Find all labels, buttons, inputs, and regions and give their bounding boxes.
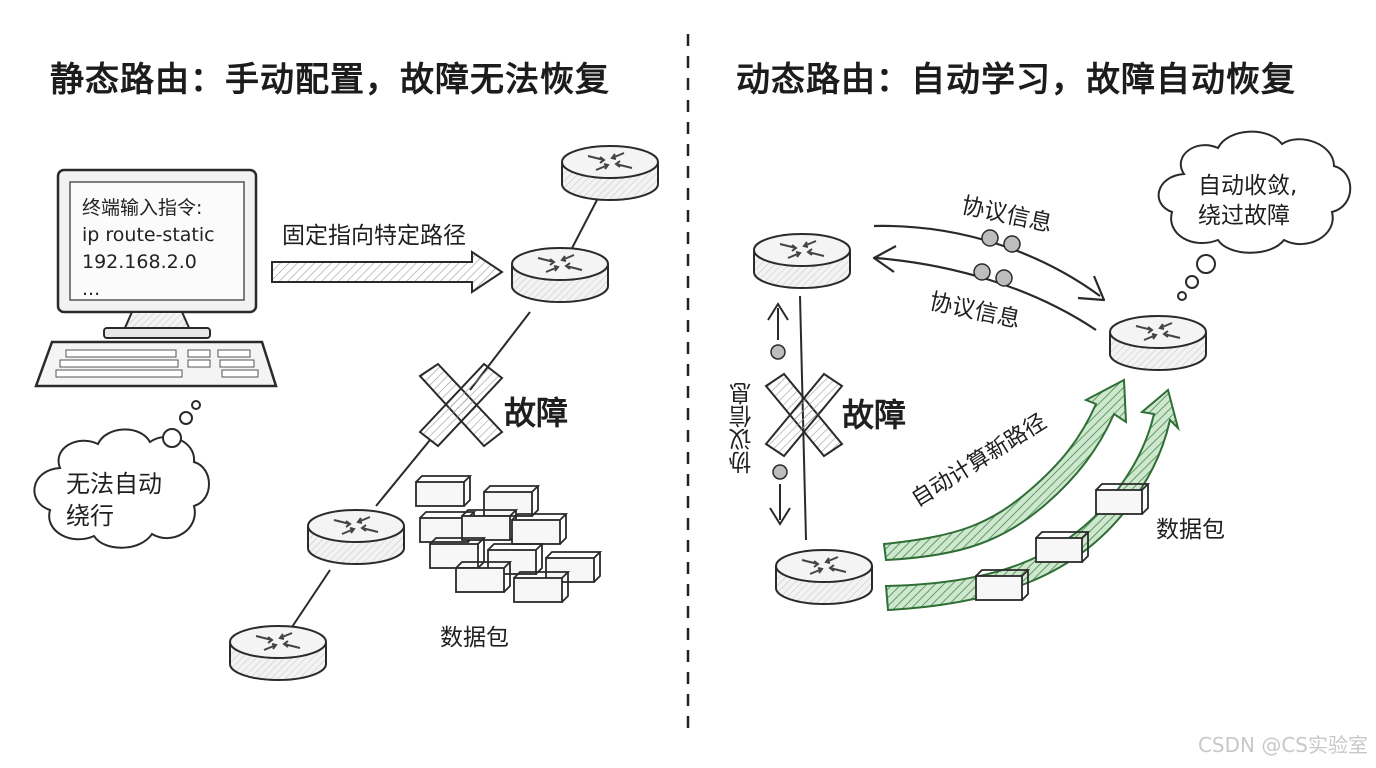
router-right-bottom-left [775, 549, 873, 605]
fixed-path-arrow [271, 250, 504, 294]
packets-label-left: 数据包 [440, 625, 509, 651]
packet-box [455, 561, 513, 593]
protocol-dots [973, 229, 1021, 287]
fault-label-right: 故障 [842, 396, 907, 434]
router-right-right [1109, 315, 1207, 371]
link-bottom-routers [289, 569, 331, 631]
protocol-dot-up [770, 344, 786, 360]
terminal-line: 终端输入指令: [82, 197, 203, 219]
router-left-middle [307, 509, 405, 565]
protocol-dot-down [772, 464, 788, 480]
fixed-path-label: 固定指向特定路径 [282, 223, 466, 249]
packet-box [1035, 531, 1091, 563]
router-left-bottom [229, 625, 327, 681]
right-panel-title: 动态路由：自动学习，故障自动恢复 [736, 60, 1296, 100]
fault-x-icon-left [418, 362, 504, 448]
packet-box [975, 569, 1031, 601]
thought-text-right-line1: 自动收敛, [1198, 173, 1298, 199]
protocol-arrow-top [873, 224, 1106, 302]
packet-box [429, 537, 487, 569]
packet-box [461, 509, 519, 541]
watermark: CSDN @CS实验室 [1197, 733, 1368, 757]
protocol-arrow-down [769, 484, 791, 526]
router-left-upper [511, 247, 609, 303]
protocol-arrow-up [767, 302, 789, 340]
packets-label-right: 数据包 [1156, 517, 1225, 543]
computer-monitor-icon [56, 168, 258, 339]
packet-box [415, 475, 473, 507]
packets-on-path [975, 483, 1151, 601]
thought-text-left-line1: 无法自动 [66, 470, 162, 498]
thought-text-right-line2: 绕过故障 [1198, 203, 1290, 229]
terminal-line: ... [82, 278, 101, 300]
link-broken-lower [375, 439, 431, 507]
keyboard-icon [34, 340, 278, 388]
packets-cluster [415, 475, 603, 603]
terminal-line: 192.168.2.0 [82, 251, 197, 273]
new-path-arrow-upper [882, 378, 1128, 562]
left-panel-title: 静态路由：手动配置，故障无法恢复 [50, 60, 610, 100]
thought-cloud-right [1157, 130, 1352, 301]
packet-box [513, 571, 571, 603]
terminal-screen: 终端输入指令: ip route-static 192.168.2.0 ... [82, 195, 242, 303]
packet-box [511, 513, 569, 545]
link-top-routers [569, 197, 599, 253]
protocol-arrow-mid [872, 245, 1097, 331]
fault-label-left: 故障 [504, 394, 569, 432]
thought-cloud-left [33, 400, 210, 549]
terminal-line: ip route-static [82, 224, 215, 246]
packet-box [1095, 483, 1151, 515]
fault-x-icon-right [764, 372, 844, 458]
packet-box [483, 485, 541, 517]
router-right-top-left [753, 233, 851, 289]
packet-box [545, 551, 603, 583]
router-left-top [561, 145, 659, 201]
protocol-label-vertical: 协议信息 [730, 382, 756, 474]
thought-text-left-line2: 绕行 [66, 502, 114, 530]
